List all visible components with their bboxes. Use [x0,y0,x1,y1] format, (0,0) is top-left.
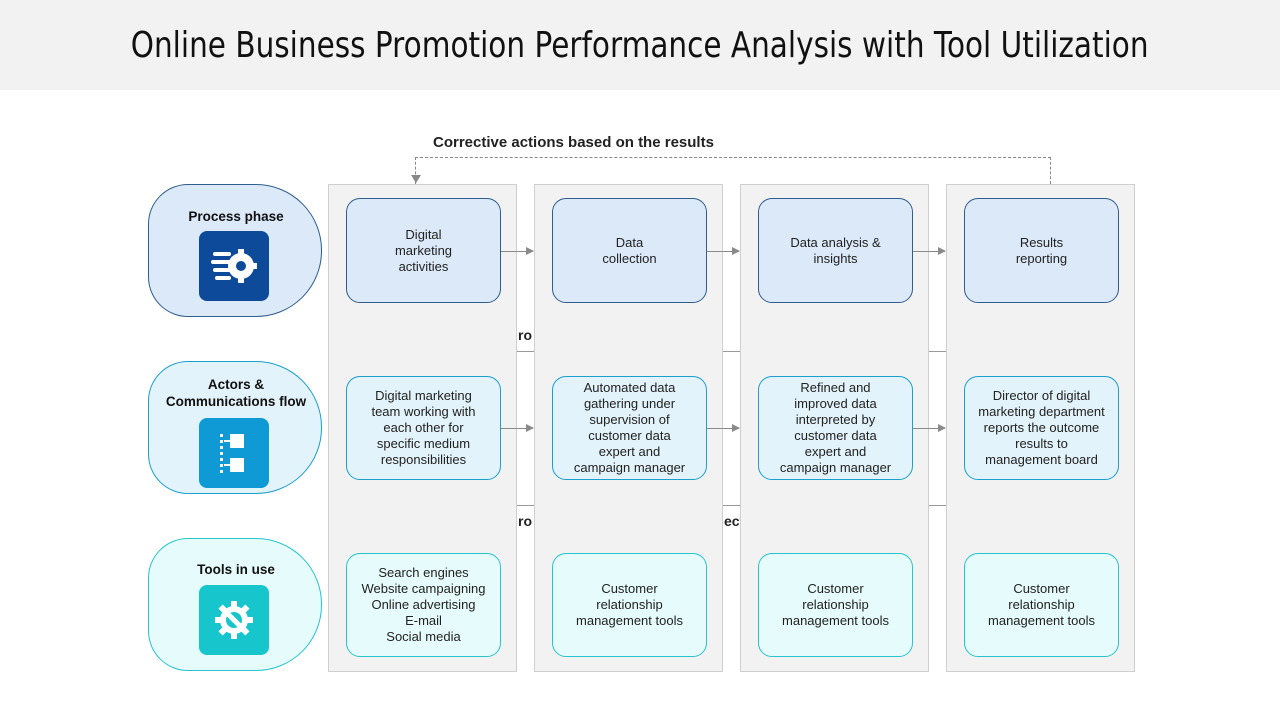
actor-node-3: Refined and improved data interpreted by… [758,376,913,480]
phase-node-1: Digital marketing activities [346,198,501,303]
connector-line [510,351,950,352]
flow-arrow [707,247,740,255]
tool-node-4: Customer relationship management tools [964,553,1119,657]
phase-node-4: Results reporting [964,198,1119,303]
flow-arrow [913,247,946,255]
flowchart-icon [199,418,269,488]
partial-text: ro [518,327,532,343]
actor-node-2: Automated data gathering under supervisi… [552,376,707,480]
lane-process-phase: Process phase [148,184,322,317]
connector-line [510,505,950,506]
page-title: Online Business Promotion Performance An… [131,24,1149,66]
lane-tools: Tools in use [148,538,322,671]
flow-arrow [913,424,946,432]
title-bar: Online Business Promotion Performance An… [0,0,1280,90]
wrench-gear-icon [199,585,269,655]
flow-arrow [707,424,740,432]
feedback-loop-line [415,157,1051,184]
lane-label: Process phase [188,209,284,224]
feedback-arrow-head [411,175,421,183]
actor-node-1: Digital marketing team working with each… [346,376,501,480]
actor-node-4: Director of digital marketing department… [964,376,1119,480]
partial-text: ect [724,513,740,529]
tool-node-1: Search engines Website campaigning Onlin… [346,553,501,657]
process-gear-icon [199,231,269,301]
flow-arrow [501,247,534,255]
phase-node-3: Data analysis & insights [758,198,913,303]
flow-arrow [501,424,534,432]
feedback-label: Corrective actions based on the results [433,134,714,151]
lane-label: Tools in use [197,562,275,577]
phase-node-2: Data collection [552,198,707,303]
tool-node-3: Customer relationship management tools [758,553,913,657]
lane-actors: Actors & Communications flow [148,361,322,494]
partial-text: ro [518,513,532,529]
lane-label: Actors & Communications flow [165,377,307,409]
tool-node-2: Customer relationship management tools [552,553,707,657]
